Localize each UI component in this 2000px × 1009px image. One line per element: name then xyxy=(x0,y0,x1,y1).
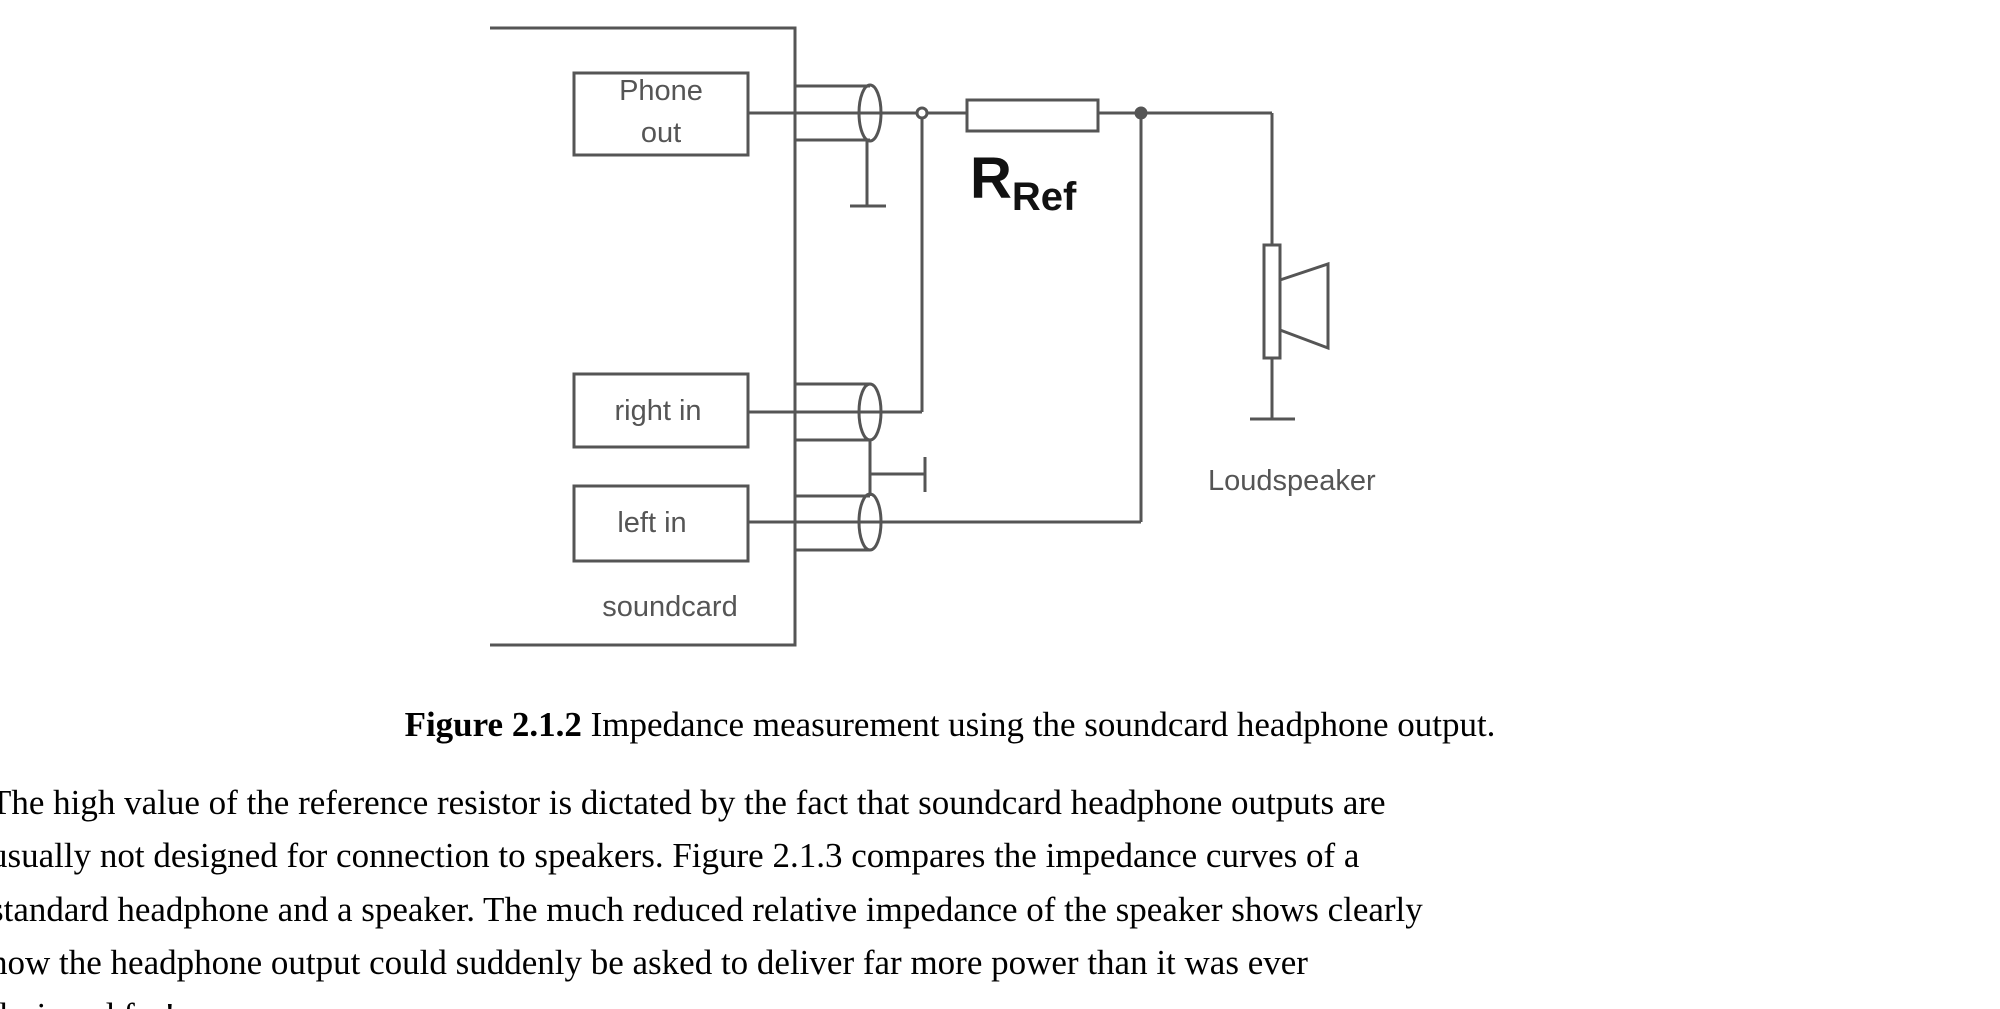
paragraph-line: usually not designed for connection to s… xyxy=(0,836,1360,875)
loudspeaker-label: Loudspeaker xyxy=(1208,465,1376,497)
left-in-label: left in xyxy=(617,507,686,539)
right-in-label: right in xyxy=(614,395,701,427)
soundcard-label: soundcard xyxy=(602,591,737,623)
phone-out-cable xyxy=(748,83,967,208)
right-in-cable xyxy=(748,118,924,442)
phone-out-label-2: out xyxy=(641,117,681,149)
paragraph-line: The high value of the reference resistor… xyxy=(0,783,1386,822)
left-in-cable xyxy=(748,113,1143,552)
figure-caption: Figure 2.1.2 Impedance measurement using… xyxy=(0,705,1900,745)
circuit-diagram: Phone out right in left in soundcard RRe… xyxy=(490,26,1376,647)
reference-resistor xyxy=(965,98,1100,133)
phone-out-label-1: Phone xyxy=(619,75,703,107)
loudspeaker-icon xyxy=(1250,113,1330,421)
junction-node-filled xyxy=(1134,106,1148,120)
paragraph-line: designed for! xyxy=(0,996,176,1009)
resistor-label: RRef xyxy=(970,146,1077,219)
figure-number: Figure 2.1.2 xyxy=(404,705,582,744)
figure-caption-text: Impedance measurement using the soundcar… xyxy=(581,705,1496,744)
paragraph-line: standard headphone and a speaker. The mu… xyxy=(0,890,1423,929)
ground-symbol xyxy=(868,440,927,496)
paragraph-line: how the headphone output could suddenly … xyxy=(0,943,1308,982)
junction-node-open xyxy=(915,106,929,120)
soundcard-enclosure xyxy=(490,26,797,647)
